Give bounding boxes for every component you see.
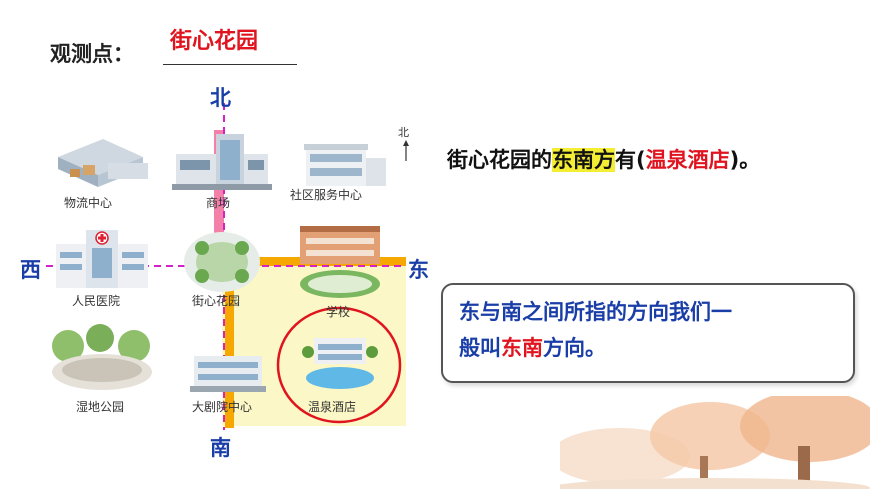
- community-building-icon: [304, 144, 386, 186]
- east-label: 东: [408, 258, 429, 282]
- note-box: [441, 283, 855, 383]
- south-label: 南: [210, 436, 231, 460]
- place-label-garden: 街心花园: [192, 294, 241, 308]
- statement-part1: 街心花园的: [447, 148, 552, 172]
- north-route-bar: [214, 130, 224, 262]
- direction-statement: 街心花园的东南方有(温泉酒店)。: [447, 144, 760, 174]
- logistics-building-icon: [58, 139, 148, 187]
- hotel-circle: [276, 306, 402, 424]
- statement-highlight: 东南方: [552, 148, 615, 172]
- hospital-building-icon: [56, 230, 148, 288]
- west-label: 西: [20, 258, 41, 282]
- place-label-hospital: 人民医院: [72, 294, 121, 308]
- note-line2-b: 方向。: [543, 336, 606, 360]
- observation-point-answer: 街心花园: [170, 29, 259, 54]
- statement-part3: )。: [729, 148, 761, 172]
- place-label-school: 学校: [326, 305, 351, 319]
- south-route-bar: [225, 262, 234, 428]
- north-label: 北: [210, 86, 231, 110]
- statement-part2: 有(: [615, 148, 646, 172]
- place-label-community: 社区服务中心: [290, 188, 363, 202]
- wetland-park-icon: [52, 324, 152, 390]
- hotel-building-icon: [302, 338, 378, 389]
- garden-icon: [184, 232, 260, 292]
- observation-point-label: 观测点：: [50, 42, 134, 66]
- north-arrow-icon: [403, 140, 409, 161]
- place-label-logistics: 物流中心: [64, 196, 113, 210]
- north-arrow-label: 北: [398, 126, 409, 139]
- note-line2-a: 般叫: [459, 336, 501, 360]
- place-label-wetland: 湿地公园: [76, 400, 125, 414]
- place-label-mall: 商场: [206, 196, 231, 210]
- note-line2-red: 东南: [501, 336, 543, 360]
- school-building-icon: [300, 226, 380, 298]
- note-line2: 般叫东南方向。: [459, 330, 849, 366]
- note-text: 东与南之间所指的方向我们一 般叫东南方向。: [459, 294, 849, 366]
- autumn-trees-decoration: [560, 396, 870, 489]
- mall-building-icon: [172, 134, 272, 190]
- note-line1: 东与南之间所指的方向我们一: [459, 300, 732, 324]
- statement-answer: 温泉酒店: [645, 148, 730, 172]
- place-label-hotel: 温泉酒店: [308, 400, 357, 414]
- place-label-stadium: 大剧院中心: [192, 400, 253, 414]
- answer-underline: [163, 64, 297, 65]
- stadium-building-icon: [190, 356, 266, 392]
